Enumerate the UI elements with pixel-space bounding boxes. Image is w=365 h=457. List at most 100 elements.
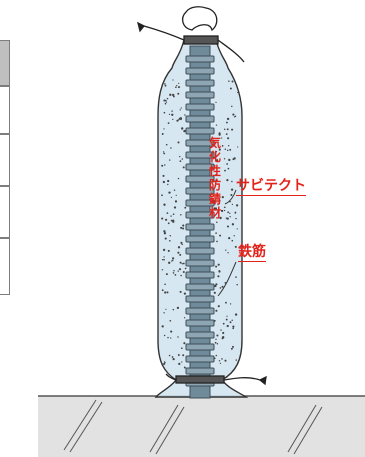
inhibitor-particle bbox=[226, 217, 229, 220]
inhibitor-particle bbox=[219, 216, 222, 220]
inhibitor-particle bbox=[221, 358, 223, 360]
inhibitor-particle bbox=[221, 337, 224, 340]
inhibitor-particle bbox=[219, 200, 221, 202]
vapor-inhibitor-char: 気 bbox=[208, 136, 221, 150]
inhibitor-particle bbox=[215, 265, 218, 268]
inhibitor-particle bbox=[222, 322, 225, 325]
inhibitor-particle bbox=[178, 82, 180, 85]
inhibitor-particle bbox=[236, 228, 238, 230]
inhibitor-particle bbox=[170, 196, 173, 199]
inhibitor-particle bbox=[168, 239, 171, 242]
inhibitor-particle bbox=[163, 312, 165, 314]
inhibitor-particle bbox=[172, 308, 175, 311]
inhibitor-particle bbox=[216, 221, 218, 223]
rebar-rib bbox=[185, 187, 215, 195]
inhibitor-particle bbox=[220, 209, 224, 213]
inhibitor-particle bbox=[216, 334, 219, 337]
inhibitor-particle bbox=[182, 166, 185, 169]
inhibitor-particle bbox=[223, 206, 226, 209]
inhibitor-particle bbox=[179, 160, 182, 163]
inhibitor-particle bbox=[177, 177, 180, 180]
inhibitor-particle bbox=[164, 283, 166, 286]
inhibitor-particle bbox=[182, 227, 185, 230]
inhibitor-particle bbox=[183, 317, 186, 319]
inhibitor-particle bbox=[164, 102, 167, 105]
inhibitor-particle bbox=[161, 269, 164, 271]
inhibitor-particle bbox=[177, 246, 181, 249]
inhibitor-particle bbox=[170, 330, 173, 333]
rebar-rib bbox=[185, 91, 215, 99]
inhibitor-particle bbox=[226, 117, 230, 121]
inhibitor-particle bbox=[223, 158, 226, 160]
inhibitor-particle bbox=[225, 121, 228, 124]
inhibitor-particle bbox=[231, 223, 235, 226]
inhibitor-particle bbox=[231, 105, 233, 108]
inhibitor-particle bbox=[170, 219, 173, 222]
inhibitor-particle bbox=[167, 122, 170, 124]
rebar-label: 鉄筋 bbox=[238, 244, 266, 262]
inhibitor-particle bbox=[229, 148, 232, 151]
inhibitor-particle bbox=[215, 309, 218, 312]
inhibitor-particle bbox=[178, 268, 182, 271]
rebar-rib bbox=[185, 331, 215, 339]
rebar-rib bbox=[185, 199, 215, 207]
inhibitor-particle bbox=[226, 163, 228, 165]
inhibitor-particle bbox=[237, 146, 239, 148]
sabitekuto-bag bbox=[154, 39, 249, 399]
inhibitor-particle bbox=[224, 169, 226, 172]
inhibitor-particle bbox=[165, 101, 168, 103]
inhibitor-particle bbox=[177, 251, 180, 254]
inhibitor-particle bbox=[226, 225, 230, 228]
inhibitor-particle bbox=[183, 342, 186, 345]
inhibitor-particle bbox=[172, 219, 175, 222]
inhibitor-particle bbox=[182, 270, 185, 274]
vapor-inhibitor-char: 性 bbox=[208, 164, 221, 178]
inhibitor-particle bbox=[161, 217, 164, 220]
inhibitor-particle bbox=[234, 211, 237, 213]
inhibitor-particle bbox=[173, 189, 176, 191]
inhibitor-particle bbox=[180, 226, 183, 229]
inhibitor-particle bbox=[164, 84, 167, 87]
inhibitor-particle bbox=[176, 306, 180, 310]
inhibitor-particle bbox=[230, 188, 234, 191]
rebar-label-text: 鉄筋 bbox=[238, 244, 266, 260]
drawstring-tie-icon bbox=[137, 6, 245, 63]
inhibitor-particle bbox=[165, 218, 168, 221]
inhibitor-particle bbox=[220, 329, 222, 331]
inhibitor-particle bbox=[183, 292, 187, 295]
inhibitor-particle bbox=[164, 164, 166, 166]
inhibitor-particle bbox=[166, 291, 169, 294]
inhibitor-particle bbox=[219, 234, 222, 237]
inhibitor-particle bbox=[228, 145, 230, 147]
inhibitor-particle bbox=[231, 128, 234, 131]
inhibitor-particle bbox=[163, 232, 167, 235]
inhibitor-particle bbox=[175, 194, 177, 196]
inhibitor-particle bbox=[162, 180, 166, 184]
inhibitor-particle bbox=[173, 206, 177, 209]
inhibitor-particle bbox=[223, 128, 226, 131]
inhibitor-particle bbox=[235, 276, 237, 278]
inhibitor-particle bbox=[170, 147, 172, 149]
inhibitor-particle bbox=[235, 359, 238, 361]
inhibitor-particle bbox=[226, 128, 229, 131]
inhibitor-particle bbox=[228, 80, 230, 82]
inhibitor-particle bbox=[217, 305, 220, 308]
vapor-inhibitor-char: 材 bbox=[208, 206, 221, 220]
inhibitor-particle bbox=[222, 331, 225, 335]
inhibitor-particle bbox=[183, 366, 186, 369]
rebar-rib bbox=[185, 175, 215, 183]
inhibitor-particle bbox=[181, 263, 183, 265]
inhibitor-particle bbox=[214, 207, 218, 210]
inhibitor-particle bbox=[181, 127, 184, 130]
inhibitor-particle bbox=[166, 97, 169, 100]
inhibitor-particle bbox=[227, 211, 229, 214]
inhibitor-particle bbox=[167, 222, 170, 225]
inhibitor-particle bbox=[215, 124, 218, 126]
inhibitor-particle bbox=[226, 179, 229, 182]
inhibitor-particle bbox=[176, 119, 179, 122]
inhibitor-particle bbox=[171, 257, 175, 260]
inhibitor-particle bbox=[184, 114, 186, 116]
rebar-rib bbox=[185, 319, 215, 327]
inhibitor-particle bbox=[182, 262, 185, 265]
inhibitor-particle bbox=[162, 174, 165, 177]
